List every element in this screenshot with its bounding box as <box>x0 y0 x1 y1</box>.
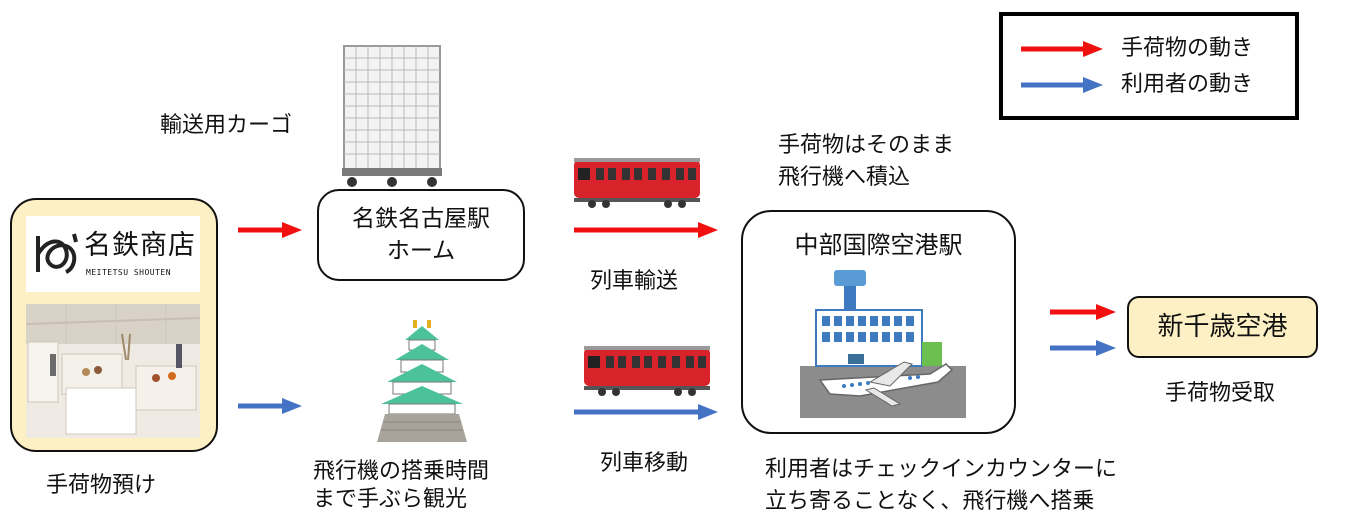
airport-image <box>800 270 966 418</box>
train-top-caption: 列車輸送 <box>590 269 679 294</box>
destination-caption: 手荷物受取 <box>1165 381 1276 406</box>
legend-baggage-label: 手荷物の動き <box>1121 36 1254 61</box>
legend: 手荷物の動き 利用者の動き <box>999 12 1299 120</box>
new-chitose-box: 新千歳空港 <box>1127 296 1318 358</box>
airport-note-top-line2: 飛行機へ積込 <box>778 165 911 190</box>
legend-user-label: 利用者の動き <box>1121 72 1254 97</box>
nagoya-station-line1: 名鉄名古屋駅 <box>352 206 490 232</box>
user-arrow-destination <box>1050 340 1116 356</box>
cargo-cage-image <box>342 45 442 187</box>
train-bottom-image <box>584 346 710 396</box>
baggage-arrow-train <box>574 222 718 238</box>
shop-caption: 手荷物預け <box>46 473 157 498</box>
nagoya-station-line2: ホーム <box>386 238 456 264</box>
shop-logo-text: 名鉄商店 <box>84 230 196 261</box>
cargo-caption: 輸送用カーゴ <box>160 113 293 138</box>
legend-baggage: 手荷物の動き <box>1003 32 1295 66</box>
user-arrow-train <box>574 404 718 420</box>
airport-station-title: 中部国際空港駅 <box>794 231 963 259</box>
new-chitose-label: 新千歳空港 <box>1157 312 1288 342</box>
train-bottom-caption: 列車移動 <box>600 451 689 476</box>
shop-panel: 名鉄商店 MEITETSU SHOUTEN <box>10 198 218 452</box>
airport-note-bottom-line1: 利用者はチェックインカウンターに <box>765 457 1118 482</box>
baggage-arrow-shop <box>238 222 302 238</box>
airport-note-top-line1: 手荷物はそのまま <box>778 133 955 158</box>
nagoya-castle-image <box>377 320 467 442</box>
baggage-arrow-destination <box>1050 304 1116 320</box>
airport-note-bottom-line2: 立ち寄ることなく、飛行機へ搭乗 <box>765 489 1095 514</box>
shop-logo-subtext: MEITETSU SHOUTEN <box>86 268 172 277</box>
shop-logo: 名鉄商店 MEITETSU SHOUTEN <box>26 216 200 292</box>
castle-caption-line1: 飛行機の搭乗時間 <box>313 459 490 484</box>
blue-arrow-icon <box>1021 77 1103 93</box>
castle-caption-line2: まで手ぶら観光 <box>313 487 468 512</box>
legend-user: 利用者の動き <box>1003 68 1295 102</box>
train-top-image <box>574 158 700 208</box>
red-arrow-icon <box>1021 41 1103 57</box>
user-arrow-shop <box>238 398 302 414</box>
knot-logo-icon <box>36 233 78 274</box>
shop-interior-image <box>26 304 200 438</box>
nagoya-station-box: 名鉄名古屋駅 ホーム <box>317 189 525 281</box>
